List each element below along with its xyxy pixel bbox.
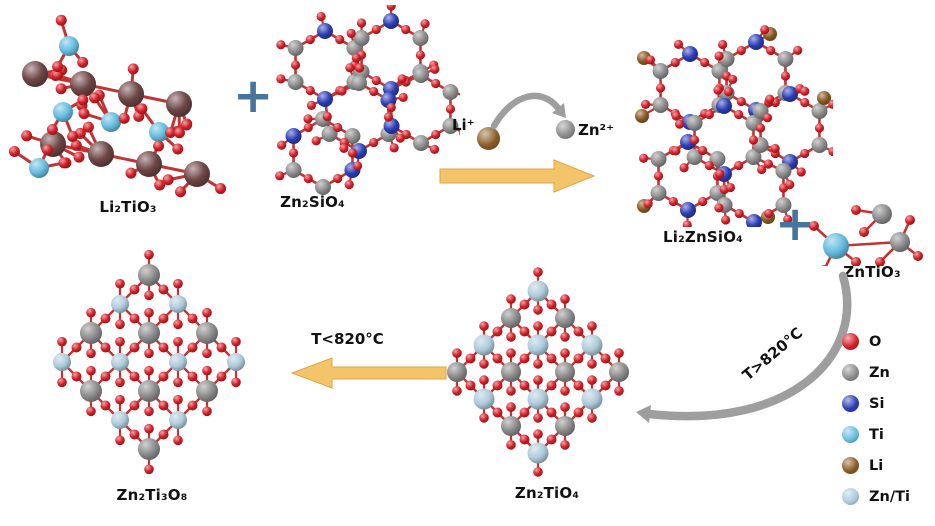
ion-exchange-arc-arrow — [490, 92, 566, 130]
legend-label-li: Li — [869, 457, 884, 474]
li-ion-sphere — [477, 127, 500, 150]
label-li2tio3: Li₂TiO₃ — [99, 198, 157, 216]
legend-label-znti: Zn/Ti — [869, 488, 910, 505]
legend-dot-si — [842, 395, 859, 412]
legend-item-ti: Ti — [842, 419, 910, 450]
structure-zntio3 — [809, 204, 923, 266]
label-zn2tio4: Zn₂TiO₄ — [514, 484, 580, 502]
legend-label-zn: Zn — [869, 364, 890, 381]
reaction-arrow-left — [290, 357, 447, 389]
legend-dot-o — [842, 333, 859, 350]
legend-dot-ti — [842, 426, 859, 443]
legend-label-o: O — [869, 333, 882, 350]
structure-zn2sio4 — [275, 5, 460, 195]
li-ion-label: Li⁺ — [452, 116, 475, 134]
structure-zn2ti3o8 — [53, 249, 245, 475]
legend-item-li: Li — [842, 450, 910, 481]
structure-li2znsio4 — [635, 25, 833, 227]
legend-label-ti: Ti — [869, 426, 884, 443]
label-zntio3: ZnTiO₃ — [843, 263, 901, 281]
reaction-arrow-right — [439, 159, 596, 193]
legend-dot-li — [842, 457, 859, 474]
legend-dot-zn — [842, 364, 859, 381]
legend-item-znti: Zn/Ti — [842, 481, 910, 512]
legend-item-o: O — [842, 326, 910, 357]
arc-arrow-high-temp — [636, 271, 852, 423]
zn-ion-label: Zn²⁺ — [578, 121, 615, 139]
label-zn2sio4: Zn₂SiO₄ — [280, 193, 345, 211]
structure-li2tio3 — [8, 14, 227, 198]
label-li2znsio4: Li₂ZnSiO₄ — [663, 228, 743, 246]
plus-sign-1: + — [233, 68, 274, 124]
legend-item-si: Si — [842, 388, 910, 419]
structure-zn2tio4 — [447, 267, 629, 477]
legend-label-si: Si — [869, 395, 885, 412]
atom-legend: O Zn Si Ti Li Zn/Ti — [842, 326, 910, 512]
zn-ion-sphere — [556, 120, 575, 139]
label-zn2ti3o8: Zn₂Ti₃O₈ — [116, 486, 188, 504]
plus-sign-2: + — [775, 196, 816, 252]
legend-item-zn: Zn — [842, 357, 910, 388]
legend-dot-znti — [842, 488, 859, 505]
label-t-below: T<820°C — [311, 330, 384, 348]
